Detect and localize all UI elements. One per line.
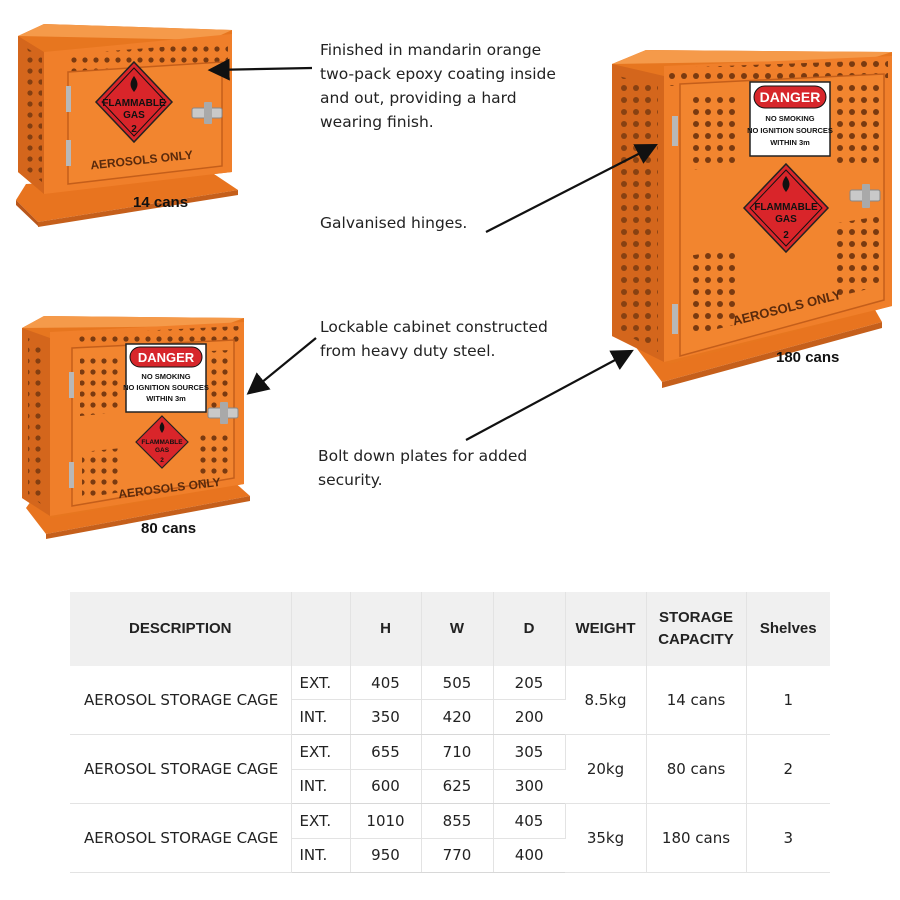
cell-weight: 35kg bbox=[565, 803, 647, 873]
cell-weight: 20kg bbox=[565, 734, 647, 804]
cell-int-w: 625 bbox=[421, 769, 494, 804]
cabinet-180-cans-image: DANGER NO SMOKING NO IGNITION SOURCES WI… bbox=[606, 46, 898, 388]
annotation-hinges: Galvanised hinges. bbox=[320, 214, 468, 232]
cell-int-label: INT. bbox=[291, 838, 351, 873]
cell-ext-h: 1010 bbox=[350, 803, 422, 839]
placard-text-line3: 2 bbox=[783, 230, 789, 241]
placard-text-line2: GAS bbox=[155, 447, 170, 454]
danger-sign-title: DANGER bbox=[138, 350, 195, 365]
header-description: DESCRIPTION bbox=[70, 592, 292, 666]
annotation-lockable: Lockable cabinet constructed from heavy … bbox=[320, 318, 548, 360]
cell-int-h: 950 bbox=[350, 838, 422, 873]
cell-ext-h: 405 bbox=[350, 666, 422, 701]
header-d: D bbox=[493, 592, 566, 666]
cell-capacity: 14 cans bbox=[646, 666, 747, 735]
cell-ext-h: 655 bbox=[350, 734, 422, 770]
cell-ext-w: 505 bbox=[421, 666, 494, 701]
cabinet-80-cans-image: DANGER NO SMOKING NO IGNITION SOURCES WI… bbox=[22, 312, 252, 542]
cell-ext-label: EXT. bbox=[291, 803, 351, 839]
cell-int-w: 770 bbox=[421, 838, 494, 873]
cell-int-d: 300 bbox=[493, 769, 565, 804]
table-row: AEROSOL STORAGE CAGE EXT. 405 505 205 8.… bbox=[70, 666, 830, 735]
cell-int-h: 350 bbox=[350, 699, 422, 735]
table-row: INT. 600 625 300 bbox=[70, 769, 830, 804]
cell-int-w: 420 bbox=[421, 699, 494, 735]
capacity-label-80: 80 cans bbox=[141, 520, 197, 537]
table-row: INT. 950 770 400 bbox=[70, 838, 830, 873]
danger-sign-line3: WITHIN 3m bbox=[146, 394, 186, 403]
placard-text-line3: 2 bbox=[160, 457, 164, 464]
table-header-row: DESCRIPTION H W D WEIGHT STORAGE CAPACIT… bbox=[70, 592, 830, 666]
table-row: INT. 350 420 200 bbox=[70, 699, 830, 735]
cell-ext-w: 855 bbox=[421, 803, 494, 839]
danger-sign-line2: NO IGNITION SOURCES bbox=[747, 126, 833, 135]
cell-shelves: 3 bbox=[746, 803, 830, 873]
capacity-label-14: 14 cans bbox=[133, 194, 189, 211]
cell-ext-w: 710 bbox=[421, 734, 494, 770]
cell-description: AEROSOL STORAGE CAGE bbox=[70, 734, 292, 804]
placard-diamond bbox=[94, 60, 174, 144]
cell-int-d: 400 bbox=[493, 838, 565, 873]
danger-sign-title: DANGER bbox=[760, 89, 821, 105]
danger-sign-line2: NO IGNITION SOURCES bbox=[123, 383, 209, 392]
capacity-label-180: 180 cans bbox=[776, 349, 840, 366]
header-blank bbox=[291, 592, 351, 666]
cell-int-d: 200 bbox=[493, 699, 565, 735]
placard-diamond bbox=[742, 162, 830, 254]
cabinet-14-cans-image: FLAMMABLE GAS 2 AEROSOLS ONLY bbox=[14, 22, 239, 227]
cell-shelves: 1 bbox=[746, 666, 830, 735]
placard-diamond bbox=[135, 415, 189, 469]
header-storage-capacity: STORAGE CAPACITY bbox=[646, 592, 747, 666]
cell-ext-d: 205 bbox=[493, 666, 566, 701]
table-row: AEROSOL STORAGE CAGE EXT. 655 710 305 20… bbox=[70, 734, 830, 804]
cell-shelves: 2 bbox=[746, 734, 830, 804]
cell-ext-label: EXT. bbox=[291, 734, 351, 770]
cell-ext-label: EXT. bbox=[291, 666, 351, 701]
danger-sign-line1: NO SMOKING bbox=[765, 114, 814, 123]
placard-text-line1: FLAMMABLE bbox=[754, 202, 818, 213]
placard-text-line3: 2 bbox=[131, 124, 137, 135]
cell-description: AEROSOL STORAGE CAGE bbox=[70, 803, 292, 873]
arrow-lockable bbox=[246, 337, 317, 395]
cell-int-label: INT. bbox=[291, 769, 351, 804]
header-h: H bbox=[350, 592, 422, 666]
cell-capacity: 80 cans bbox=[646, 734, 747, 804]
placard-text-line1: FLAMMABLE bbox=[141, 439, 183, 446]
header-w: W bbox=[421, 592, 494, 666]
cell-int-label: INT. bbox=[291, 699, 351, 735]
danger-sign-line3: WITHIN 3m bbox=[770, 138, 810, 147]
cell-int-h: 600 bbox=[350, 769, 422, 804]
cell-weight: 8.5kg bbox=[565, 666, 647, 735]
placard-text-line2: GAS bbox=[775, 214, 797, 225]
cell-description: AEROSOL STORAGE CAGE bbox=[70, 666, 292, 735]
cell-ext-d: 305 bbox=[493, 734, 566, 770]
cell-ext-d: 405 bbox=[493, 803, 566, 839]
table-row: AEROSOL STORAGE CAGE EXT. 1010 855 405 3… bbox=[70, 803, 830, 873]
header-shelves: Shelves bbox=[746, 592, 830, 666]
annotation-finish: Finished in mandarin orange two-pack epo… bbox=[320, 41, 556, 131]
placard-text-line1: FLAMMABLE bbox=[102, 98, 166, 109]
spec-table: DESCRIPTION H W D WEIGHT STORAGE CAPACIT… bbox=[70, 592, 830, 873]
placard-text-line2: GAS bbox=[123, 110, 145, 121]
cell-capacity: 180 cans bbox=[646, 803, 747, 873]
header-weight: WEIGHT bbox=[565, 592, 647, 666]
annotation-bolt: Bolt down plates for added security. bbox=[318, 447, 528, 489]
danger-sign-line1: NO SMOKING bbox=[141, 372, 190, 381]
